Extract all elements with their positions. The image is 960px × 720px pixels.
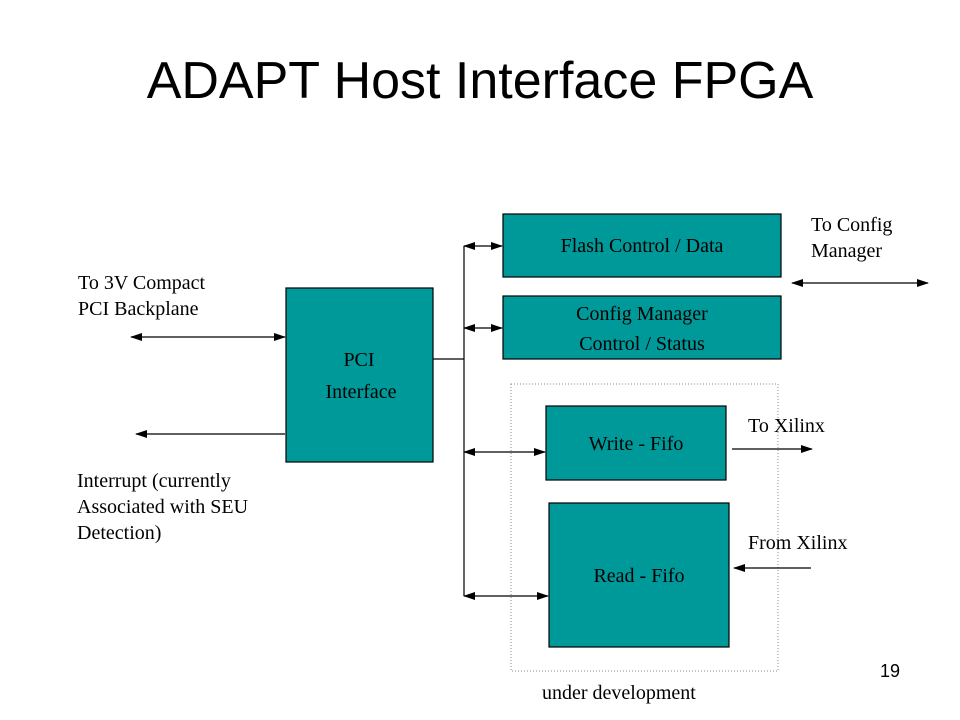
flash-control-block: Flash Control / Data	[502, 213, 782, 278]
pci-interface-label-line1: PCI	[343, 349, 374, 371]
flash-control-label: Flash Control / Data	[561, 235, 724, 257]
config-manager-label-line1: Config Manager	[576, 303, 708, 325]
slide-title: ADAPT Host Interface FPGA	[146, 52, 814, 110]
config-manager-label-line2: Control / Status	[579, 333, 705, 355]
to-config-manager-label: To Config Manager	[811, 214, 893, 262]
under-development-label: under development	[542, 682, 696, 704]
pci-interface-block: PCI Interface	[285, 287, 434, 463]
page-number: 19	[880, 661, 901, 681]
pci-interface-label-line2: Interface	[325, 381, 396, 403]
interrupt-label: Interrupt (currently Associated with SEU…	[77, 470, 249, 544]
read-fifo-label: Read - Fifo	[593, 565, 684, 587]
under-development-region	[510, 383, 779, 672]
to-xilinx-label: To Xilinx	[748, 415, 825, 437]
config-manager-block: Config Manager Control / Status	[502, 295, 782, 360]
backplane-label: To 3V Compact PCI Backplane	[78, 272, 206, 320]
write-fifo-block: Write - Fifo	[545, 405, 727, 481]
write-fifo-label: Write - Fifo	[589, 433, 684, 455]
read-fifo-block: Read - Fifo	[548, 502, 730, 648]
from-xilinx-label: From Xilinx	[748, 532, 848, 554]
